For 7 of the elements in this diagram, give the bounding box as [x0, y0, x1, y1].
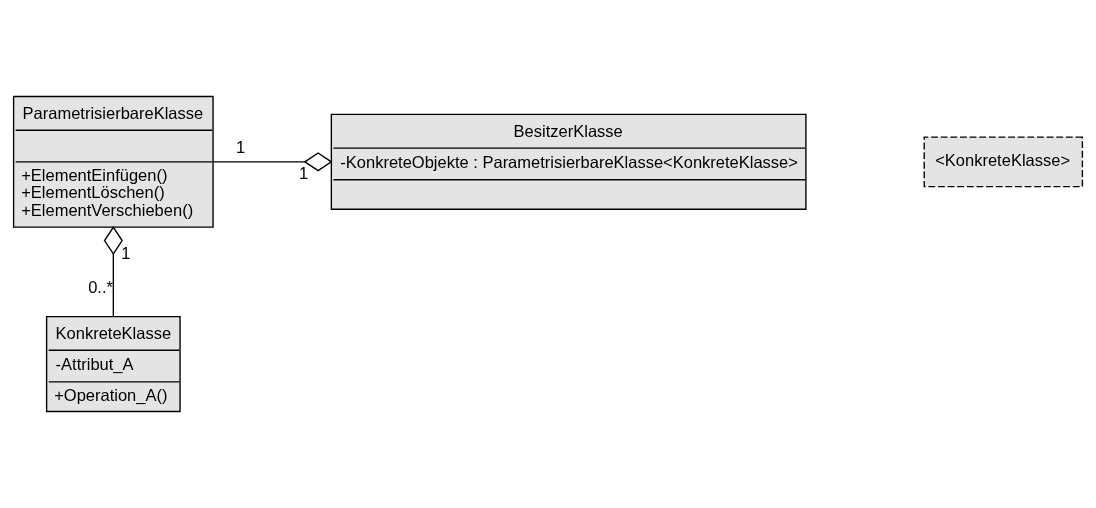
- label: 1: [299, 163, 309, 182]
- connector: [103, 226, 123, 318]
- label: 1: [121, 244, 131, 263]
- connector: [212, 152, 333, 172]
- label: 1: [235, 138, 246, 157]
- label: 0..*: [88, 278, 113, 297]
- node-box: <KonkreteKlasse>: [923, 136, 1084, 188]
